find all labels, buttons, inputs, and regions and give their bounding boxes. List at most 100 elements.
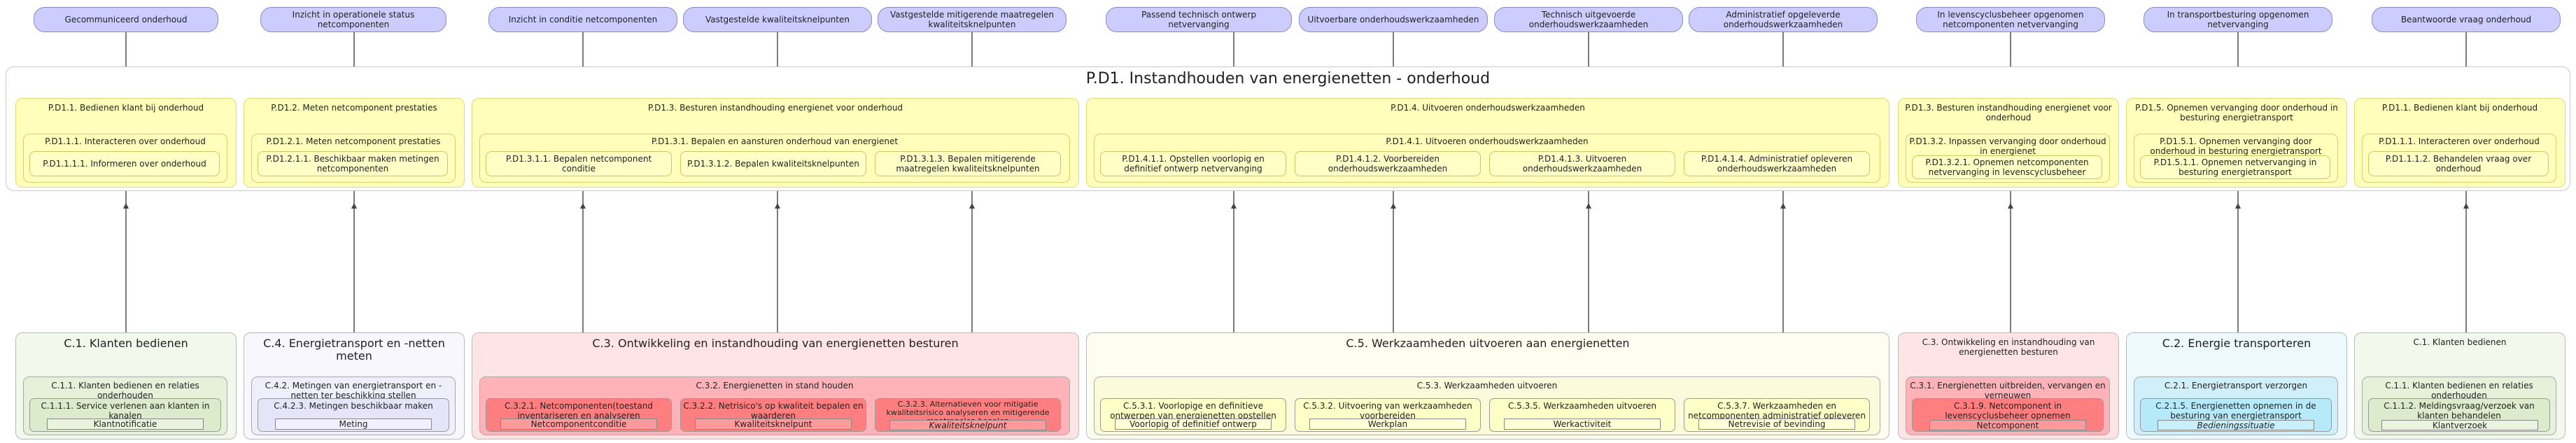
- process-group-title: P.D1.1. Bedienen klant bij onderhoud: [2381, 103, 2538, 113]
- business-object[interactable]: Klantnotificatie: [47, 419, 204, 430]
- process-step[interactable]: P.D1.3.1.3. Bepalen mitigerende maatrege…: [875, 151, 1061, 176]
- capability-subgroup-title: C.4.2. Metingen van energietransport en …: [265, 381, 442, 400]
- capability-group-title: C.3. Ontwikkeling en instandhouding van …: [592, 337, 959, 350]
- process-subgroup[interactable]: P.D1.3.1. Bepalen en aansturen onderhoud…: [479, 134, 1070, 183]
- business-object[interactable]: Werkactiviteit: [1504, 419, 1661, 430]
- process-subgroup[interactable]: P.D1.1.1. Interacteren over onderhoud P.…: [2362, 134, 2556, 183]
- capability-item-title: C.5.3.1. Voorlopige en definitieve ontwe…: [1110, 401, 1276, 421]
- process-step[interactable]: P.D1.4.1.3. Uitvoeren onderhoudswerkzaam…: [1489, 151, 1675, 176]
- capability-item-title: C.3.2.2. Netrisico's op kwaliteit bepale…: [683, 401, 864, 421]
- capability-item[interactable]: C.5.3.2. Uitvoering van werkzaamheden vo…: [1295, 398, 1481, 432]
- arrow-head: [1231, 203, 1237, 209]
- capability-subgroup[interactable]: C.3.1. Energienetten uitbreiden, vervang…: [1906, 377, 2110, 435]
- capability-item-title: C.4.2.3. Metingen beschikbaar maken: [274, 401, 433, 411]
- capability-item[interactable]: C.4.2.3. Metingen beschikbaar maken Meti…: [258, 398, 449, 432]
- process-step[interactable]: P.D1.4.1.1. Opstellen voorlopig en defin…: [1100, 151, 1286, 176]
- process-step[interactable]: P.D1.3.1.1. Bepalen netcomponent conditi…: [486, 151, 672, 176]
- capability-subgroup-title: C.1.1. Klanten bedienen en relaties onde…: [2385, 381, 2533, 400]
- process-subgroup[interactable]: P.D1.1.1. Interacteren over onderhoud P.…: [23, 134, 227, 183]
- arrow-head: [2235, 203, 2241, 209]
- capability-subgroup[interactable]: C.2.1. Energietransport verzorgen C.2.1.…: [2134, 377, 2338, 435]
- business-object[interactable]: Kwaliteitsknelpunt: [889, 420, 1046, 430]
- capability-item-title: C.3.1.9. Netcomponent in levenscyclusbeh…: [1945, 401, 2071, 421]
- arrow-head: [1391, 203, 1396, 209]
- capability-subgroup[interactable]: C.1.1. Klanten bedienen en relaties onde…: [2362, 377, 2556, 435]
- capability-group-title: C.2. Energie transporteren: [2162, 337, 2311, 350]
- outcome-pill[interactable]: Beantwoorde vraag onderhoud: [2372, 7, 2561, 32]
- arrow-head: [2008, 203, 2013, 209]
- outcome-pill[interactable]: Administratief opgeleverde onderhoudswer…: [1689, 7, 1878, 32]
- process-group[interactable]: P.D1.4. Uitvoeren onderhoudswerkzaamhede…: [1086, 98, 1889, 188]
- capability-group[interactable]: C.3. Ontwikkeling en instandhouding van …: [1898, 332, 2119, 440]
- capability-item[interactable]: C.5.3.7. Werkzaamheden en netcomponenten…: [1684, 398, 1870, 432]
- process-group[interactable]: P.D1.5. Opnemen vervanging door onderhou…: [2126, 98, 2347, 188]
- outcome-pill[interactable]: Inzicht in operationele status netcompon…: [260, 7, 446, 32]
- process-subgroup[interactable]: P.D1.4.1. Uitvoeren onderhoudswerkzaamhe…: [1094, 134, 1880, 183]
- capability-item-title: C.5.3.2. Uitvoering van werkzaamheden vo…: [1303, 401, 1472, 421]
- outcome-pill[interactable]: Technisch uitgevoerde onderhoudswerkzaam…: [1494, 7, 1683, 32]
- process-group[interactable]: P.D1.1. Bedienen klant bij onderhoud P.D…: [15, 98, 237, 188]
- capability-subgroup[interactable]: C.1.1. Klanten bedienen en relaties onde…: [23, 377, 227, 435]
- capability-item[interactable]: C.5.3.5. Werkzaamheden uitvoeren Werkact…: [1489, 398, 1675, 432]
- process-group[interactable]: P.D1.3. Besturen instandhouding energien…: [1898, 98, 2119, 188]
- outcome-pill[interactable]: Passend technisch ontwerp netvervanging: [1106, 7, 1292, 32]
- business-object[interactable]: Kwaliteitsknelpunt: [695, 419, 852, 430]
- process-step[interactable]: P.D1.1.1.1. Informeren over onderhoud: [29, 151, 220, 176]
- business-object[interactable]: Meting: [275, 419, 432, 430]
- process-group[interactable]: P.D1.1. Bedienen klant bij onderhoud P.D…: [2354, 98, 2566, 188]
- business-object[interactable]: Netrevisie of bevinding: [1698, 419, 1855, 430]
- capability-item[interactable]: C.3.1.9. Netcomponent in levenscyclusbeh…: [1912, 398, 2104, 432]
- process-group[interactable]: P.D1.3. Besturen instandhouding energien…: [472, 98, 1079, 188]
- capability-group[interactable]: C.2. Energie transporteren C.2.1. Energi…: [2126, 332, 2347, 440]
- outcome-pill[interactable]: Uitvoerbare onderhoudswerkzaamheden: [1299, 7, 1488, 32]
- capability-item[interactable]: C.2.1.5. Energienetten opnemen in de bes…: [2140, 398, 2332, 432]
- process-step[interactable]: P.D1.3.1.2. Bepalen kwaliteitsknelpunten: [680, 151, 866, 176]
- capability-item[interactable]: C.1.1.2. Meldingsvraag/verzoek van klant…: [2368, 398, 2550, 432]
- outcome-pill[interactable]: In levenscyclusbeheer opgenomen netcompo…: [1916, 7, 2105, 32]
- capability-group[interactable]: C.4. Energietransport en -netten meten C…: [244, 332, 465, 440]
- arrow-head: [351, 203, 357, 209]
- process-step[interactable]: P.D1.2.1.1. Beschikbaar maken metingen n…: [258, 151, 448, 176]
- capability-subgroup[interactable]: C.5.3. Werkzaamheden uitvoeren C.5.3.1. …: [1094, 377, 1880, 435]
- outcome-pill[interactable]: Inzicht in conditie netcomponenten: [488, 7, 677, 32]
- capability-subgroup-title: C.1.1. Klanten bedienen en relaties onde…: [51, 381, 199, 400]
- outcome-pill[interactable]: Gecommuniceerd onderhoud: [34, 7, 218, 32]
- capability-item[interactable]: C.3.2.1. Netcomponenten(toestand inventa…: [486, 398, 672, 432]
- capability-group[interactable]: C.5. Werkzaamheden uitvoeren aan energie…: [1086, 332, 1889, 440]
- business-object[interactable]: Netcomponentconditie: [500, 419, 657, 430]
- capability-group[interactable]: C.1. Klanten bedienen C.1.1. Klanten bed…: [2354, 332, 2566, 440]
- capability-item-title: C.2.1.5. Energienetten opnemen in de bes…: [2155, 401, 2316, 421]
- process-subgroup[interactable]: P.D1.5.1. Opnemen vervanging door onderh…: [2134, 134, 2338, 183]
- business-object[interactable]: Klantverzoek: [2381, 420, 2538, 430]
- business-object[interactable]: Netcomponent: [1929, 420, 2086, 430]
- process-step[interactable]: P.D1.3.2.1. Opnemen netcomponenten netve…: [1912, 155, 2102, 179]
- process-subgroup[interactable]: P.D1.2.1. Meten netcomponent prestaties …: [251, 134, 456, 183]
- outcome-pill[interactable]: Vastgestelde kwaliteitsknelpunten: [683, 7, 872, 32]
- capability-group[interactable]: C.3. Ontwikkeling en instandhouding van …: [472, 332, 1079, 440]
- capability-item[interactable]: C.1.1.1. Service verlenen aan klanten in…: [29, 398, 221, 432]
- capability-item[interactable]: C.3.2.3. Alternatieven voor mitigatie kw…: [875, 398, 1061, 432]
- process-subgroup-title: P.D1.2.1. Meten netcomponent prestaties: [266, 136, 441, 146]
- capability-item[interactable]: C.5.3.1. Voorlopige en definitieve ontwe…: [1100, 398, 1286, 432]
- arrow-head: [2463, 203, 2469, 209]
- business-object[interactable]: Voorlopig of definitief ontwerp: [1115, 419, 1272, 430]
- outcome-pill[interactable]: In transportbesturing opgenomen netverva…: [2144, 7, 2332, 32]
- arrow-head: [1780, 203, 1786, 209]
- process-lane-title: P.D1. Instandhouden van energienetten - …: [1085, 70, 1491, 87]
- process-group[interactable]: P.D1.2. Meten netcomponent prestaties P.…: [244, 98, 465, 188]
- capability-group-title: C.1. Klanten bedienen: [64, 337, 188, 350]
- process-group-title: P.D1.5. Opnemen vervanging door onderhou…: [2135, 103, 2338, 122]
- capability-subgroup[interactable]: C.4.2. Metingen van energietransport en …: [251, 377, 456, 435]
- business-object[interactable]: Werkplan: [1309, 419, 1466, 430]
- process-subgroup-title: P.D1.3.2. Inpassen vervanging door onder…: [1909, 136, 2106, 156]
- capability-subgroup[interactable]: C.3.2. Energienetten in stand houden C.3…: [479, 377, 1070, 435]
- outcome-pill[interactable]: Vastgestelde mitigerende maatregelen kwa…: [878, 7, 1067, 32]
- capability-item[interactable]: C.3.2.2. Netrisico's op kwaliteit bepale…: [680, 398, 866, 432]
- process-step[interactable]: P.D1.5.1.1. Opnemen netvervanging in bes…: [2140, 155, 2330, 179]
- process-step[interactable]: P.D1.4.1.4. Administratief opleveren ond…: [1684, 151, 1870, 176]
- capability-group[interactable]: C.1. Klanten bedienen C.1.1. Klanten bed…: [15, 332, 237, 440]
- business-object[interactable]: Bedieningssituatie: [2158, 420, 2314, 430]
- process-step[interactable]: P.D1.4.1.2. Voorbereiden onderhoudswerkz…: [1295, 151, 1481, 176]
- process-step[interactable]: P.D1.1.1.2. Behandelen vraag over onderh…: [2368, 151, 2549, 176]
- process-subgroup[interactable]: P.D1.3.2. Inpassen vervanging door onder…: [1906, 134, 2110, 183]
